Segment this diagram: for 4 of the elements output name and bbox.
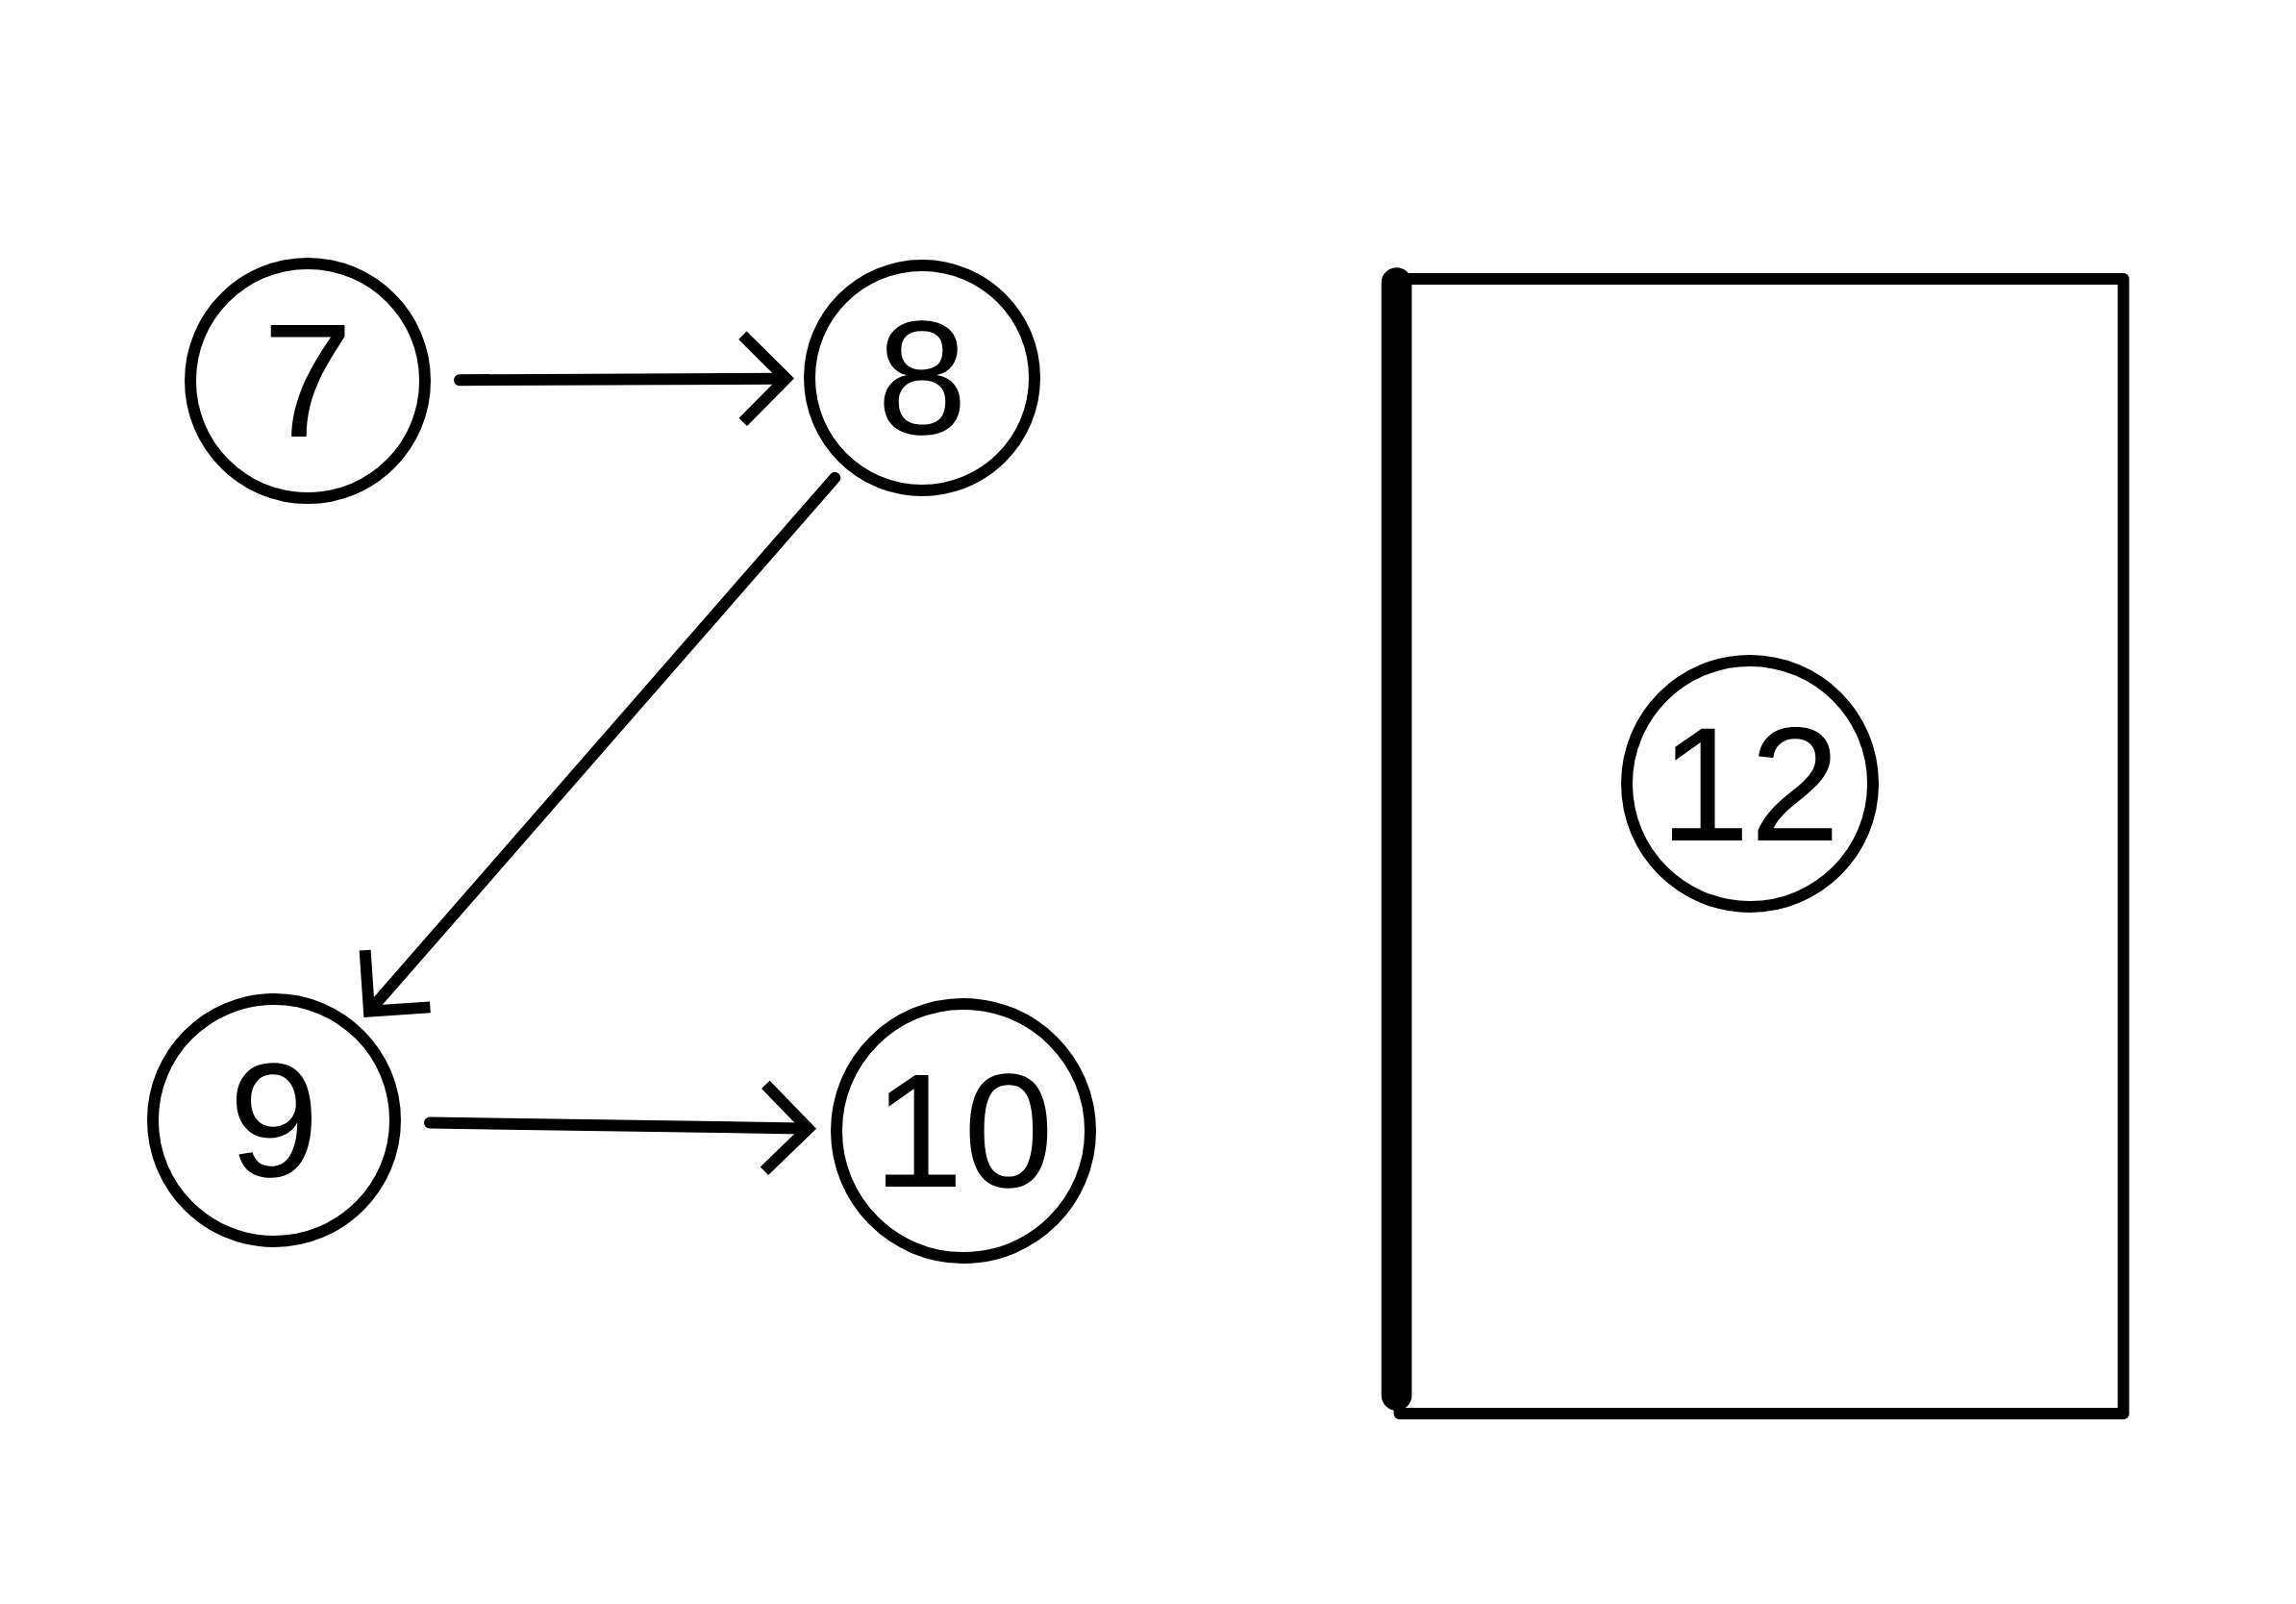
arrow	[424, 1080, 817, 1176]
arrow	[359, 471, 841, 1018]
arrow	[454, 331, 795, 427]
box-frame	[1381, 267, 2130, 1419]
